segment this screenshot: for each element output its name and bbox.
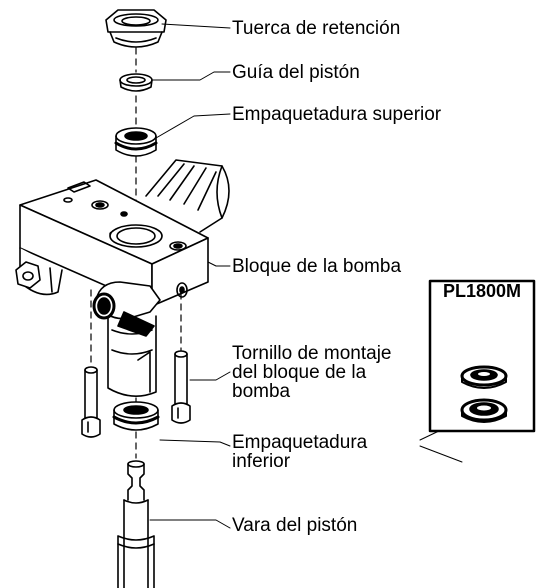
- inset-packing-bottom: [460, 398, 508, 423]
- upper-packing-part: [114, 127, 158, 157]
- retaining-nut-part: [105, 9, 167, 48]
- label-retaining-nut: Tuerca de retención: [232, 18, 401, 39]
- piston-rod-part: [117, 460, 155, 588]
- clamp-lever-part: [92, 281, 161, 337]
- label-mounting-screw-line1: Tornillo de montaje: [232, 343, 392, 364]
- label-lower-packing-line1: Empaquetadura: [232, 432, 368, 453]
- inset-packing-top: [460, 365, 508, 389]
- label-piston-guide: Guía del pistón: [232, 62, 360, 83]
- pump-block-part: [15, 179, 209, 397]
- label-mounting-screw-line3: bomba: [232, 381, 291, 402]
- label-piston-rod: Vara del pistón: [232, 515, 358, 536]
- label-lower-packing-line2: inferior: [232, 451, 291, 472]
- label-upper-packing: Empaquetadura superior: [232, 104, 442, 125]
- inset-box: [428, 279, 536, 433]
- cylinder-housing-part: [145, 159, 230, 233]
- label-pump-block: Bloque de la bomba: [232, 256, 402, 277]
- piston-guide-part: [119, 73, 153, 92]
- mounting-screw-right: [171, 350, 191, 424]
- label-mounting-screw-line2: del bloque de la: [232, 362, 367, 383]
- lower-packing-part: [112, 401, 160, 431]
- inset-model-title: PL1800M: [442, 281, 522, 301]
- mounting-screw-left: [81, 366, 101, 438]
